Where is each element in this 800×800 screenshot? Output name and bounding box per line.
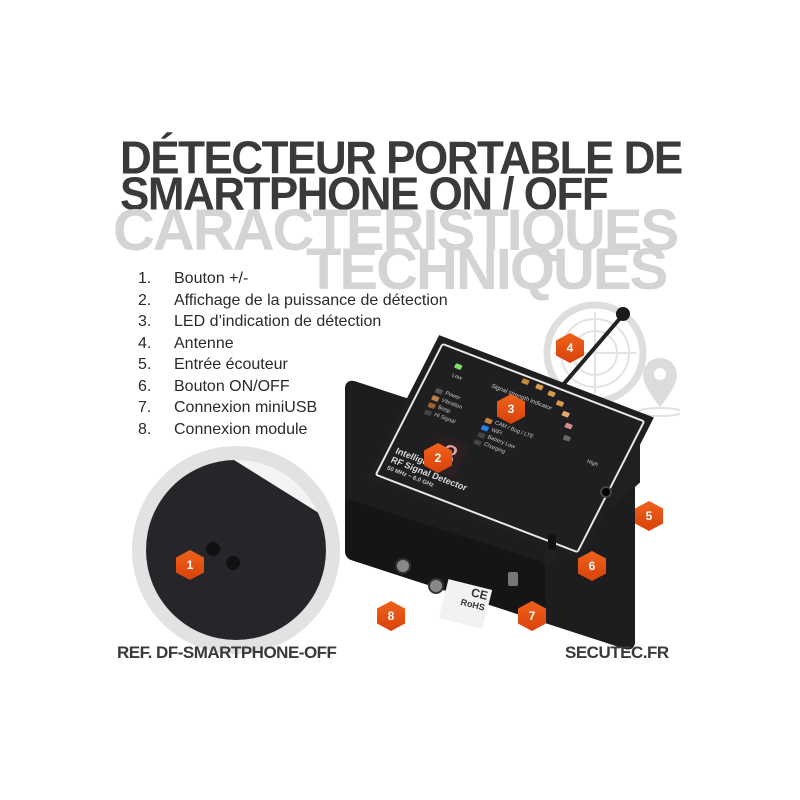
subtitle-line-2: TECHNIQUES: [306, 237, 668, 302]
badge-4: 4: [556, 333, 584, 363]
subtitle-line-1: CARACTERISTIQUES: [113, 198, 679, 263]
earphone-jack: [600, 486, 612, 498]
module-port: [428, 578, 444, 594]
feature-item: 3.LED d’indication de détection: [138, 313, 382, 330]
mini-usb-port: [508, 572, 518, 586]
badge-1: 1: [176, 550, 204, 580]
plus-button: [206, 542, 220, 556]
feature-item: 5.Entrée écouteur: [138, 356, 288, 373]
on-off-switch: [548, 534, 556, 550]
feature-item: 8.Connexion module: [138, 420, 308, 438]
feature-item: 2.Affichage de la puissance de détection: [138, 291, 448, 309]
device-closeup: [146, 460, 326, 640]
title-line-1: DÉTECTEUR PORTABLE DE: [120, 132, 683, 185]
title-line-2: SMARTPHONE ON / OFF: [120, 168, 609, 221]
badge-7: 7: [518, 601, 546, 631]
radar-icon: [543, 301, 680, 417]
module-port: [395, 558, 411, 574]
feature-item: 7.Connexion miniUSB: [138, 399, 318, 416]
website-label: SECUTEC.FR: [565, 643, 669, 662]
detail-inset-circle: [132, 446, 340, 654]
minus-button: [226, 556, 240, 570]
product-reference: REF. DF-SMARTPHONE-OFF: [117, 643, 337, 662]
badge-5: 5: [635, 501, 663, 531]
features-list: 1.Bouton +/- 2.Affichage de la puissance…: [138, 270, 448, 442]
feature-item: 1.Bouton +/-: [138, 270, 249, 287]
feature-item: 6.Bouton ON/OFF: [138, 377, 290, 395]
badge-6: 6: [578, 551, 606, 581]
feature-item: 4.Antenne: [138, 334, 234, 352]
